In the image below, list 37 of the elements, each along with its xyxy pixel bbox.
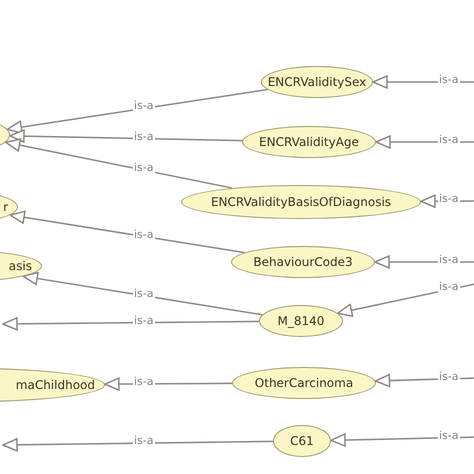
is-a-arrow: [104, 377, 232, 391]
is-a-arrow: [6, 88, 268, 134]
edge-label: is-a: [133, 314, 154, 327]
class-name: asis: [8, 259, 32, 273]
edge-label: is-a: [438, 134, 460, 146]
class-name: ENCRValidityBasisOfDiagnosis: [210, 195, 392, 209]
is-a-arrow: [2, 438, 274, 452]
edge-label: is-a: [133, 130, 154, 143]
edge-label: is-a: [133, 376, 154, 388]
is-a-arrow: [330, 433, 474, 447]
class-name: r: [3, 200, 8, 214]
is-a-arrow: [9, 129, 242, 143]
class-name: OtherCarcinoma: [254, 376, 354, 390]
edge-label: is-a: [133, 100, 154, 112]
is-a-arrow: [2, 317, 260, 331]
class-name: ENCRValiditySex: [268, 75, 366, 89]
is-a-arrow: [374, 374, 474, 388]
edge-label: is-a: [133, 162, 154, 174]
edge-label: is-a: [438, 193, 460, 206]
edge-label: is-a: [133, 435, 154, 448]
edge-label: is-a: [133, 288, 154, 300]
class-name: ENCRValidityAge: [259, 135, 359, 149]
edge-label: is-a: [438, 430, 460, 442]
is-a-arrow: [22, 272, 262, 316]
edge-label: is-a: [438, 74, 460, 86]
class-name: BehaviourCode3: [253, 255, 353, 269]
is-a-arrow: [9, 210, 245, 254]
class-name: C61: [290, 434, 314, 448]
class-name: maChildhood: [16, 378, 95, 392]
class-ellipse: [259, 305, 343, 337]
is-a-arrow: [336, 282, 474, 317]
edge-label: is-a: [438, 281, 460, 294]
edge-label: is-a: [133, 228, 154, 241]
edge-label: is-a: [438, 370, 460, 383]
is-a-arrow: [4, 138, 232, 189]
class-name: M_8140: [278, 314, 324, 328]
edge-label: is-a: [438, 254, 460, 266]
